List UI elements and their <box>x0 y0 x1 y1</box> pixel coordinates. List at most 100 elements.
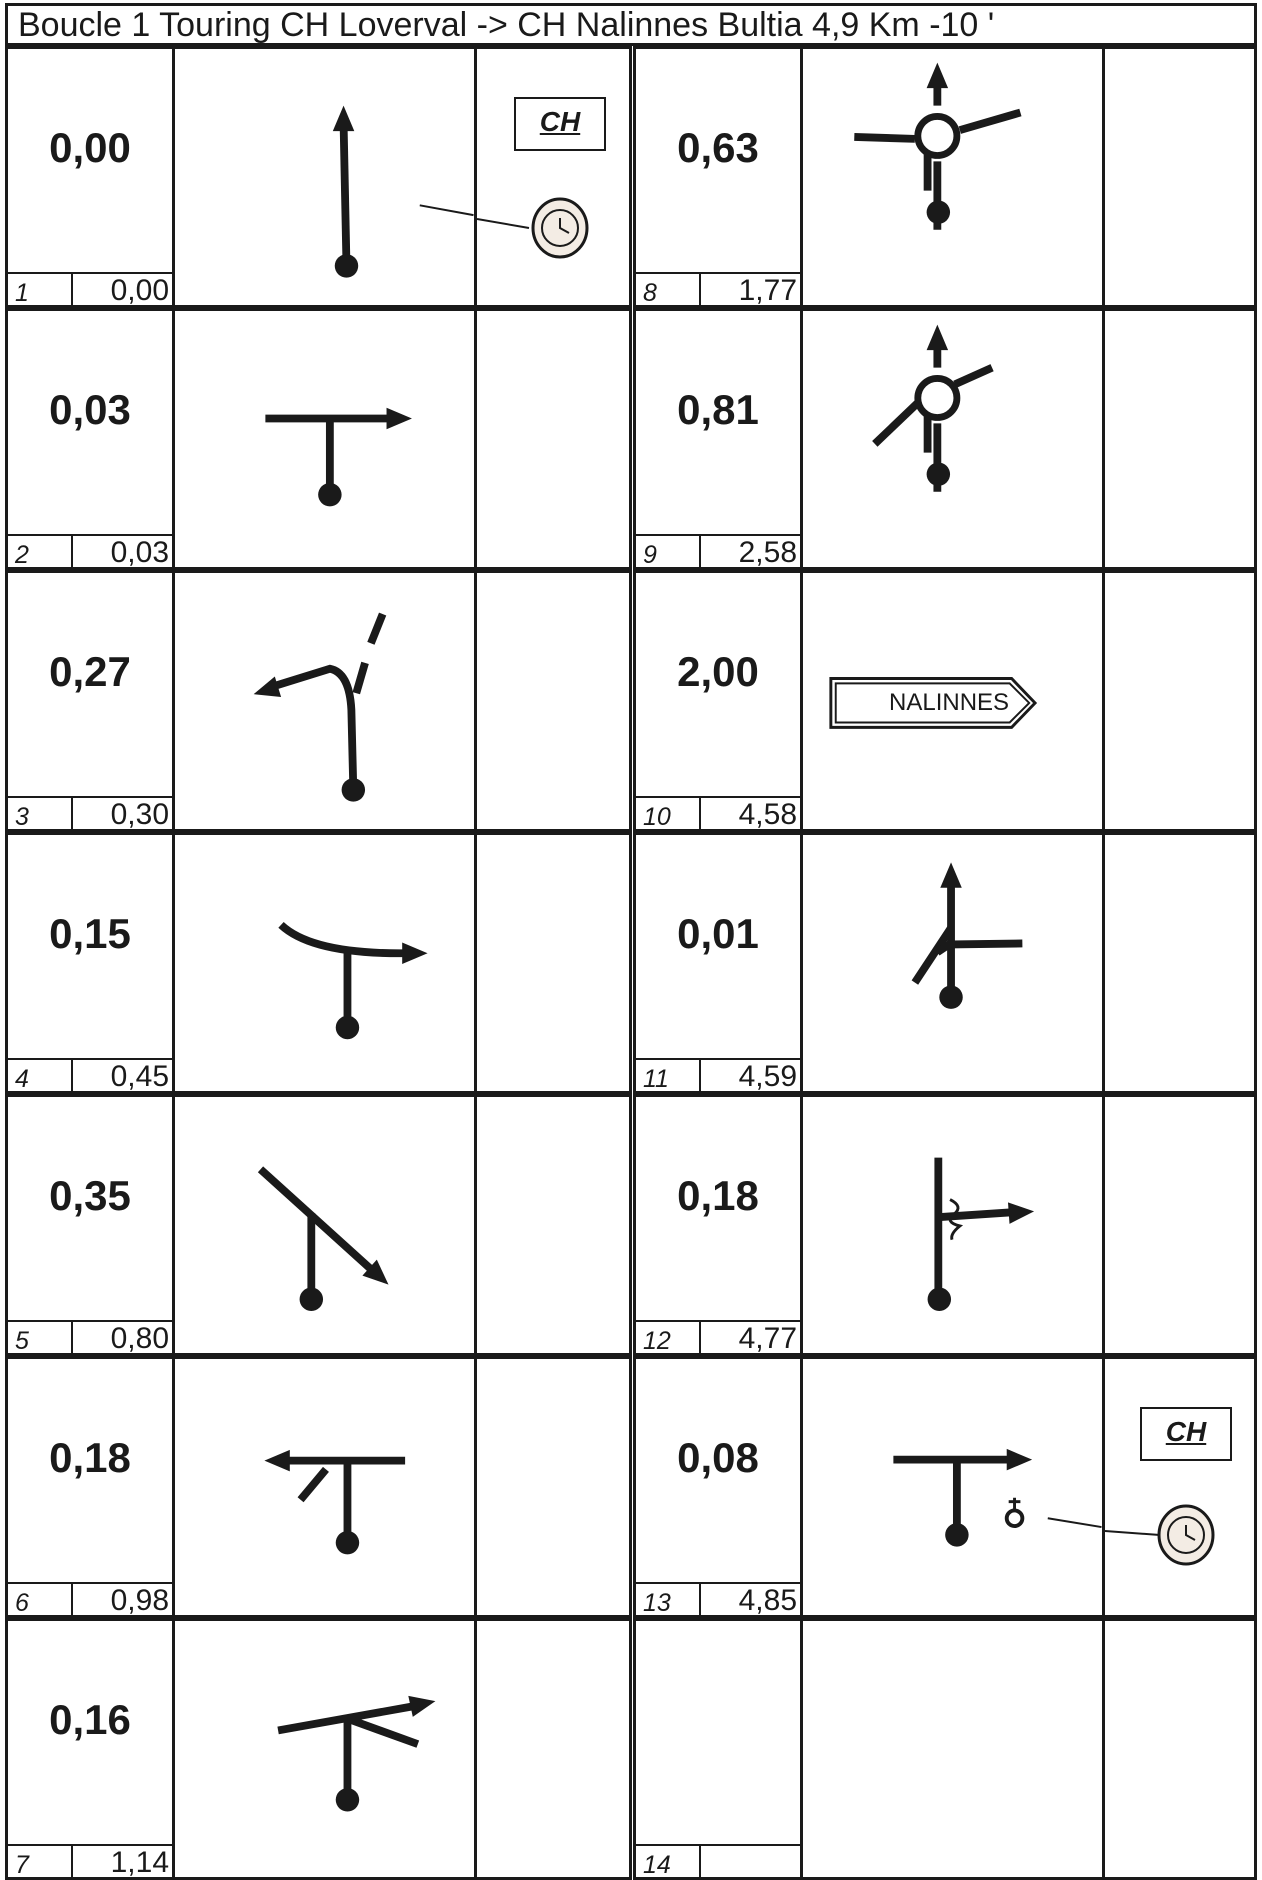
fork-left-icon <box>253 612 387 802</box>
leader-line <box>419 204 474 217</box>
arrow-head <box>386 407 412 430</box>
arrow-head <box>253 676 282 698</box>
road-sign-label: NALINNES <box>889 689 1010 716</box>
crossing-straight-icon <box>911 862 1023 1009</box>
clock-graphic <box>1105 1504 1215 1566</box>
cumulative-distance: 4,58 <box>699 796 800 829</box>
road-line <box>339 122 351 266</box>
checkpoint-label: CH <box>1140 1407 1232 1461</box>
step-index: 11 <box>636 1058 701 1091</box>
arrow-head <box>1006 1448 1033 1471</box>
cumulative-distance: 4,59 <box>699 1058 800 1091</box>
note-cell <box>1102 1618 1257 1880</box>
roundabout-straight-icon <box>872 324 994 492</box>
start-dot <box>335 1788 360 1812</box>
step-index: 9 <box>636 534 701 567</box>
partial-distance: 0,81 <box>677 386 759 433</box>
fork-right-icon <box>277 1695 436 1812</box>
road-line <box>911 925 955 985</box>
pictogram-cell <box>172 1094 477 1356</box>
arrow-head <box>264 1449 290 1472</box>
roundabout-straight-icon <box>854 62 1022 230</box>
road-line <box>272 664 358 791</box>
leader-line <box>1105 1530 1161 1536</box>
road-line <box>935 939 955 956</box>
start-dot <box>318 482 342 507</box>
arrow-head <box>362 1259 389 1285</box>
start-dot <box>335 1015 360 1040</box>
note-cell <box>474 308 632 570</box>
arrow-head <box>926 324 949 351</box>
partial-distance: 0,08 <box>677 1434 759 1481</box>
arrow-head <box>926 62 949 89</box>
pictogram-cell <box>172 1618 477 1880</box>
arrow-head <box>402 942 428 964</box>
checkpoint-label: CH <box>514 97 606 151</box>
pictogram-cell <box>800 1618 1105 1880</box>
pictogram-cell <box>800 308 1105 570</box>
road-line <box>958 108 1022 134</box>
straight-arrow-icon <box>332 105 474 278</box>
pictogram-cell <box>172 1356 477 1618</box>
arrow-head <box>408 1695 436 1717</box>
start-dot <box>299 1287 324 1311</box>
clock-graphic <box>477 197 589 259</box>
road-line <box>257 1166 376 1274</box>
pictogram-cell <box>800 1356 1105 1618</box>
diagonal-right-icon <box>257 1166 389 1311</box>
cumulative-distance: 1,14 <box>71 1844 172 1877</box>
partial-distance: 0,16 <box>49 1696 131 1743</box>
page-title: Boucle 1 Touring CH Loverval -> CH Nalin… <box>5 3 1257 46</box>
partial-distance: 0,15 <box>49 910 131 957</box>
arrow-head <box>1007 1202 1035 1224</box>
note-cell <box>1102 1094 1257 1356</box>
pictogram-cell <box>172 308 477 570</box>
cumulative-distance: 1,77 <box>699 272 800 305</box>
cumulative-distance: 0,00 <box>71 272 172 305</box>
pictogram-cell <box>800 46 1105 308</box>
road-sign-icon <box>829 677 1038 729</box>
road-line <box>948 1198 964 1241</box>
t-junction-left-icon <box>264 1449 406 1555</box>
start-dot <box>926 462 951 486</box>
start-dot <box>335 1530 360 1555</box>
roundabout-ring <box>914 375 961 421</box>
road-line <box>278 921 406 958</box>
cumulative-distance: 0,98 <box>71 1582 172 1615</box>
road-line <box>953 364 994 388</box>
pictogram-cell <box>172 570 477 832</box>
road-line <box>277 1702 416 1735</box>
step-index: 3 <box>8 796 73 829</box>
arrow-head <box>940 862 962 888</box>
partial-distance: 0,01 <box>677 910 759 957</box>
start-dot <box>939 985 963 1009</box>
partial-distance: 0,18 <box>49 1434 131 1481</box>
start-dot <box>945 1523 969 1547</box>
empty-pictogram <box>803 1621 1102 1877</box>
note-cell <box>474 1356 632 1618</box>
curve-right-icon <box>278 921 428 1040</box>
step-index: 4 <box>8 1058 73 1091</box>
start-dot <box>926 200 951 224</box>
